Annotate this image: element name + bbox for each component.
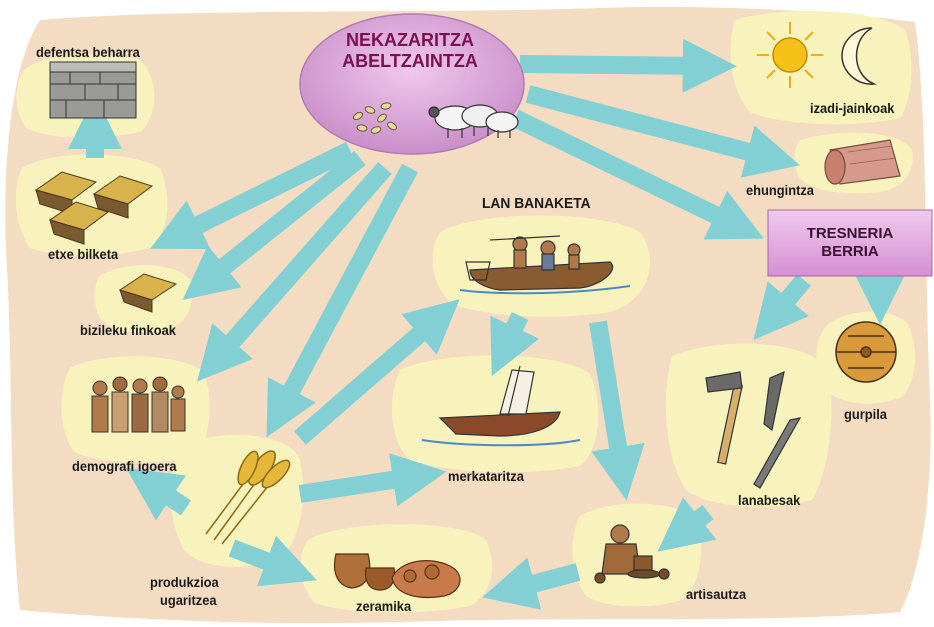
arrow-produkzioa-to-demografi <box>126 468 191 521</box>
label-merkataritza: merkataritza <box>448 468 524 484</box>
bubble-etxe <box>15 154 168 256</box>
arrow-to-tresneria <box>511 109 764 240</box>
arrow-tresneria-to-lanabesak <box>753 274 811 341</box>
sheep-icon <box>428 104 519 138</box>
arrow-lan-to-merkataritza <box>490 312 540 377</box>
label-zeramika: zeramika <box>356 598 412 614</box>
label-defentsa: defentsa beharra <box>36 44 140 60</box>
label-produkzioa-2: ugaritzea <box>160 592 217 608</box>
arrow-produkzioa-to-lan <box>294 299 460 445</box>
label-bizileku: bizileku finkoak <box>80 322 176 338</box>
arrow-to-bizileku <box>182 150 366 300</box>
tresneria-line1: TRESNERIA <box>806 225 894 242</box>
arrow-to-etxe <box>150 141 354 250</box>
seeds-icon <box>352 102 397 134</box>
arrow-to-izadi <box>519 38 737 93</box>
tresneria-box <box>767 209 933 277</box>
center-title-line1: NEKAZARITZA <box>346 30 474 50</box>
people-group-icon <box>91 376 186 433</box>
sailboat-icon <box>421 365 581 447</box>
arrow-to-produkzioa <box>266 163 418 438</box>
label-ehungintza: ehungintza <box>746 182 814 198</box>
arrow-produkzioa-to-merkataritza <box>298 453 447 507</box>
bubble-merkataritza <box>391 355 599 473</box>
arrow-to-ehungintza <box>525 85 800 178</box>
label-gurpila: gurpila <box>844 406 887 422</box>
potter-icon <box>594 524 670 584</box>
arrow-to-demografi <box>196 162 392 382</box>
label-produkzioa-1: produkzioa <box>150 574 219 590</box>
wheel-icon <box>835 321 897 383</box>
sun-icon <box>757 22 823 88</box>
hut-icon <box>34 171 178 313</box>
boat-fishers-icon <box>459 235 631 295</box>
pottery-icon <box>333 553 461 599</box>
stone-wall-icon <box>49 61 137 119</box>
arrow-lanabesak-to-artisautza <box>657 497 717 552</box>
arrow-artisautza-to-zeramika <box>482 557 581 610</box>
label-izadi: izadi-jainkoak <box>810 100 895 116</box>
label-lanabesak: lanabesak <box>738 492 801 508</box>
label-lan: LAN BANAKETA <box>482 195 591 212</box>
label-demografi: demografi igoera <box>72 458 177 474</box>
cloth-roll-icon <box>824 139 901 185</box>
label-artisautza: artisautza <box>686 586 747 602</box>
moon-icon <box>841 27 877 85</box>
axe-spearheads-icon <box>705 370 802 489</box>
tresneria-label: TRESNERIA BERRIA <box>770 212 930 274</box>
wheat-icon <box>205 450 291 545</box>
tresneria-line2: BERRIA <box>821 243 879 260</box>
arrow-group <box>68 38 907 610</box>
bubble-lanabesak <box>665 343 832 507</box>
center-title: NEKAZARITZA ABELTZAINTZA <box>320 30 500 72</box>
center-title-line2: ABELTZAINTZA <box>342 51 478 71</box>
label-etxe: etxe bilketa <box>48 246 119 262</box>
bubble-izadi <box>730 11 912 125</box>
arrow-produkzioa-to-zeramika <box>228 535 317 587</box>
arrow-lan-to-artisautza <box>589 320 645 501</box>
